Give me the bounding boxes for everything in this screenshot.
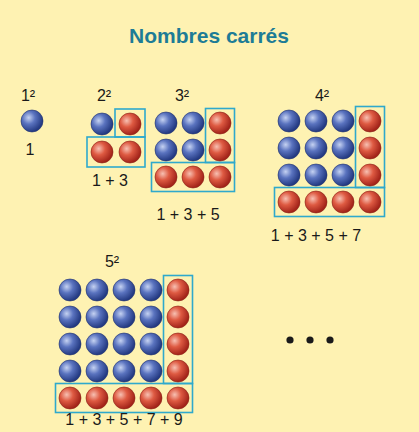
blue-dot	[305, 137, 327, 159]
blue-dot	[278, 110, 300, 132]
blue-dot	[86, 333, 108, 355]
blue-dot	[155, 139, 177, 161]
blue-dot	[305, 164, 327, 186]
blue-dot	[113, 279, 135, 301]
blue-dot	[140, 333, 162, 355]
row-outline	[152, 163, 235, 192]
column-outline	[115, 109, 145, 137]
sum-label: 1 + 3 + 5 + 7 + 9	[65, 411, 182, 429]
red-dot	[359, 191, 381, 213]
red-dot	[167, 360, 189, 382]
red-dot	[113, 387, 135, 409]
ellipsis-dot	[326, 336, 333, 343]
red-dot	[167, 306, 189, 328]
blue-dot	[113, 333, 135, 355]
blue-dot	[91, 113, 113, 135]
square-label: 2²	[97, 87, 111, 105]
row-outline	[87, 137, 145, 167]
ellipsis-dot	[306, 336, 313, 343]
red-dot	[182, 166, 204, 188]
square-label: 3²	[175, 87, 189, 105]
blue-dot	[332, 110, 354, 132]
red-dot	[140, 387, 162, 409]
blue-dot	[86, 360, 108, 382]
blue-dot	[86, 306, 108, 328]
red-dot	[86, 387, 108, 409]
blue-dot	[59, 360, 81, 382]
red-dot	[359, 164, 381, 186]
red-dot	[167, 333, 189, 355]
column-outline	[206, 109, 235, 163]
column-outline	[164, 276, 193, 384]
sum-label: 1 + 3 + 5 + 7	[271, 227, 361, 245]
red-dot	[167, 279, 189, 301]
dot-grid	[152, 109, 235, 192]
blue-dot	[155, 112, 177, 134]
blue-dot	[113, 360, 135, 382]
red-dot	[59, 387, 81, 409]
blue-dot	[59, 333, 81, 355]
blue-dot	[59, 306, 81, 328]
dot-grid	[275, 107, 385, 217]
blue-dot	[59, 279, 81, 301]
blue-dot	[140, 306, 162, 328]
red-dot	[91, 141, 113, 163]
sum-label: 1 + 3 + 5	[156, 206, 219, 224]
blue-dot	[332, 137, 354, 159]
blue-dot	[278, 137, 300, 159]
red-dot	[209, 166, 231, 188]
sum-label: 1 + 3	[92, 172, 128, 190]
blue-dot	[182, 139, 204, 161]
blue-dot	[21, 110, 43, 132]
red-dot	[305, 191, 327, 213]
square-label: 4²	[315, 87, 329, 105]
ellipsis-dots	[286, 336, 333, 343]
blue-dot	[305, 110, 327, 132]
ellipsis-dot	[286, 336, 293, 343]
red-dot	[278, 191, 300, 213]
dot-grid	[56, 276, 193, 413]
red-dot	[167, 387, 189, 409]
square-label: 1²	[21, 87, 35, 105]
red-dot	[359, 137, 381, 159]
dot-grid	[21, 110, 43, 132]
blue-dot	[140, 279, 162, 301]
row-outline	[56, 384, 193, 413]
title: Nombres carrés	[129, 24, 289, 47]
row-outline	[275, 188, 385, 217]
sum-label: 1	[26, 141, 35, 159]
red-dot	[119, 141, 141, 163]
blue-dot	[278, 164, 300, 186]
blue-dot	[113, 306, 135, 328]
blue-dot	[332, 164, 354, 186]
red-dot	[359, 110, 381, 132]
blue-dot	[182, 112, 204, 134]
blue-dot	[86, 279, 108, 301]
column-outline	[356, 107, 385, 188]
red-dot	[155, 166, 177, 188]
dot-grid	[87, 109, 145, 167]
red-dot	[209, 139, 231, 161]
square-label: 5²	[105, 253, 119, 271]
blue-dot	[140, 360, 162, 382]
red-dot	[209, 112, 231, 134]
red-dot	[332, 191, 354, 213]
red-dot	[119, 113, 141, 135]
